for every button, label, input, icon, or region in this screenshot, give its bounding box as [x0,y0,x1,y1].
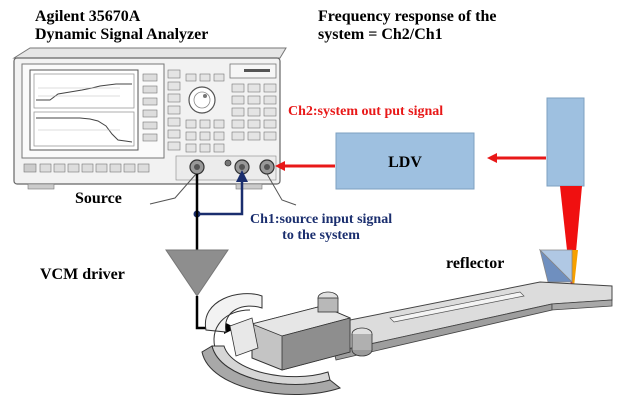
ch1-label-line1: Ch1:source input signal [250,212,393,227]
ldv-box [335,132,475,190]
reflector-prism [539,248,573,283]
reflector-label: reflector [446,255,505,272]
ch2-callout-line [266,173,297,206]
laser-beam [560,186,582,296]
ch2-label: Ch2:system out put signal [288,104,444,119]
analyzer-title-line2: Dynamic Signal Analyzer [35,26,209,44]
source-callout-line [149,173,197,205]
frequency-response-note: Frequency response of the system = Ch2/C… [318,8,497,45]
swing-arm-actuator [201,281,613,396]
ch1-label: Ch1:source input signal to the system [250,212,392,244]
ldv-label: LDV [388,154,422,171]
laser-head [546,97,585,187]
ch1-label-line2: to the system [282,228,360,244]
analyzer-title-line1: Agilent 35670A [35,8,141,25]
signal-analyzer-device [12,47,287,190]
frequency-response-line2: system = Ch2/Ch1 [318,26,443,44]
vcm-driver-amplifier [165,249,229,297]
frequency-response-line1: Frequency response of the [318,8,497,25]
source-label: Source [75,190,122,207]
vcm-driver-label: VCM driver [40,266,125,283]
ch1-signal-line [197,170,248,216]
analyzer-title: Agilent 35670A Dynamic Signal Analyzer [35,8,208,45]
